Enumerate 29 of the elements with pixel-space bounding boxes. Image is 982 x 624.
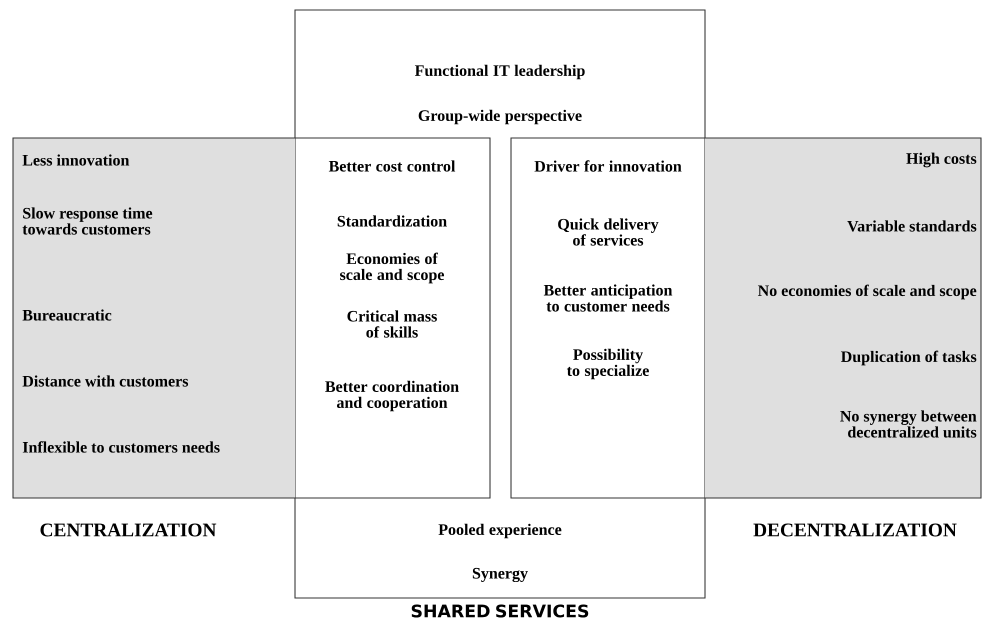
item-text: High costs (906, 152, 976, 168)
item-text: Functional IT leadership (414, 64, 585, 80)
item-text: Synergy (472, 568, 528, 582)
item-text: Possibility to specialize (566, 348, 649, 380)
item-text: Group-wide perspective (418, 110, 582, 124)
item-text: No synergy between decentralized units (840, 410, 976, 438)
item-text: Standardization (338, 215, 447, 227)
item-text: Better anticipation to customer needs (544, 284, 672, 312)
item-text: Critical mass of skills (347, 310, 437, 338)
panel-box (12, 137, 491, 499)
item-text: No economies of scale and scope (758, 284, 976, 300)
heading: DECENTRALIZATION (753, 524, 957, 536)
panel-box (510, 137, 982, 499)
item-text: Better cost control (328, 160, 456, 172)
item-text: Variable standards (847, 220, 976, 232)
item-text: Distance with customers (22, 375, 188, 387)
item-text: Bureaucratic (22, 309, 112, 321)
item-text: Inflexible to customers needs (22, 441, 220, 453)
item-text: Duplication of tasks (840, 350, 976, 366)
panel-box (294, 9, 706, 599)
item-text: Less innovation (22, 154, 130, 166)
item-text: Better coordination and cooperation (325, 380, 459, 412)
item-text: Economies of scale and scope (340, 252, 444, 284)
item-text: Driver for innovation (534, 160, 682, 172)
item-text: Quick delivery of services (558, 218, 658, 246)
item-text: Slow response time towards customers (22, 207, 152, 235)
heading: CENTRALIZATION (40, 524, 216, 536)
item-text: Pooled experience (438, 524, 562, 538)
heading: SHARED SERVICES (412, 604, 588, 618)
